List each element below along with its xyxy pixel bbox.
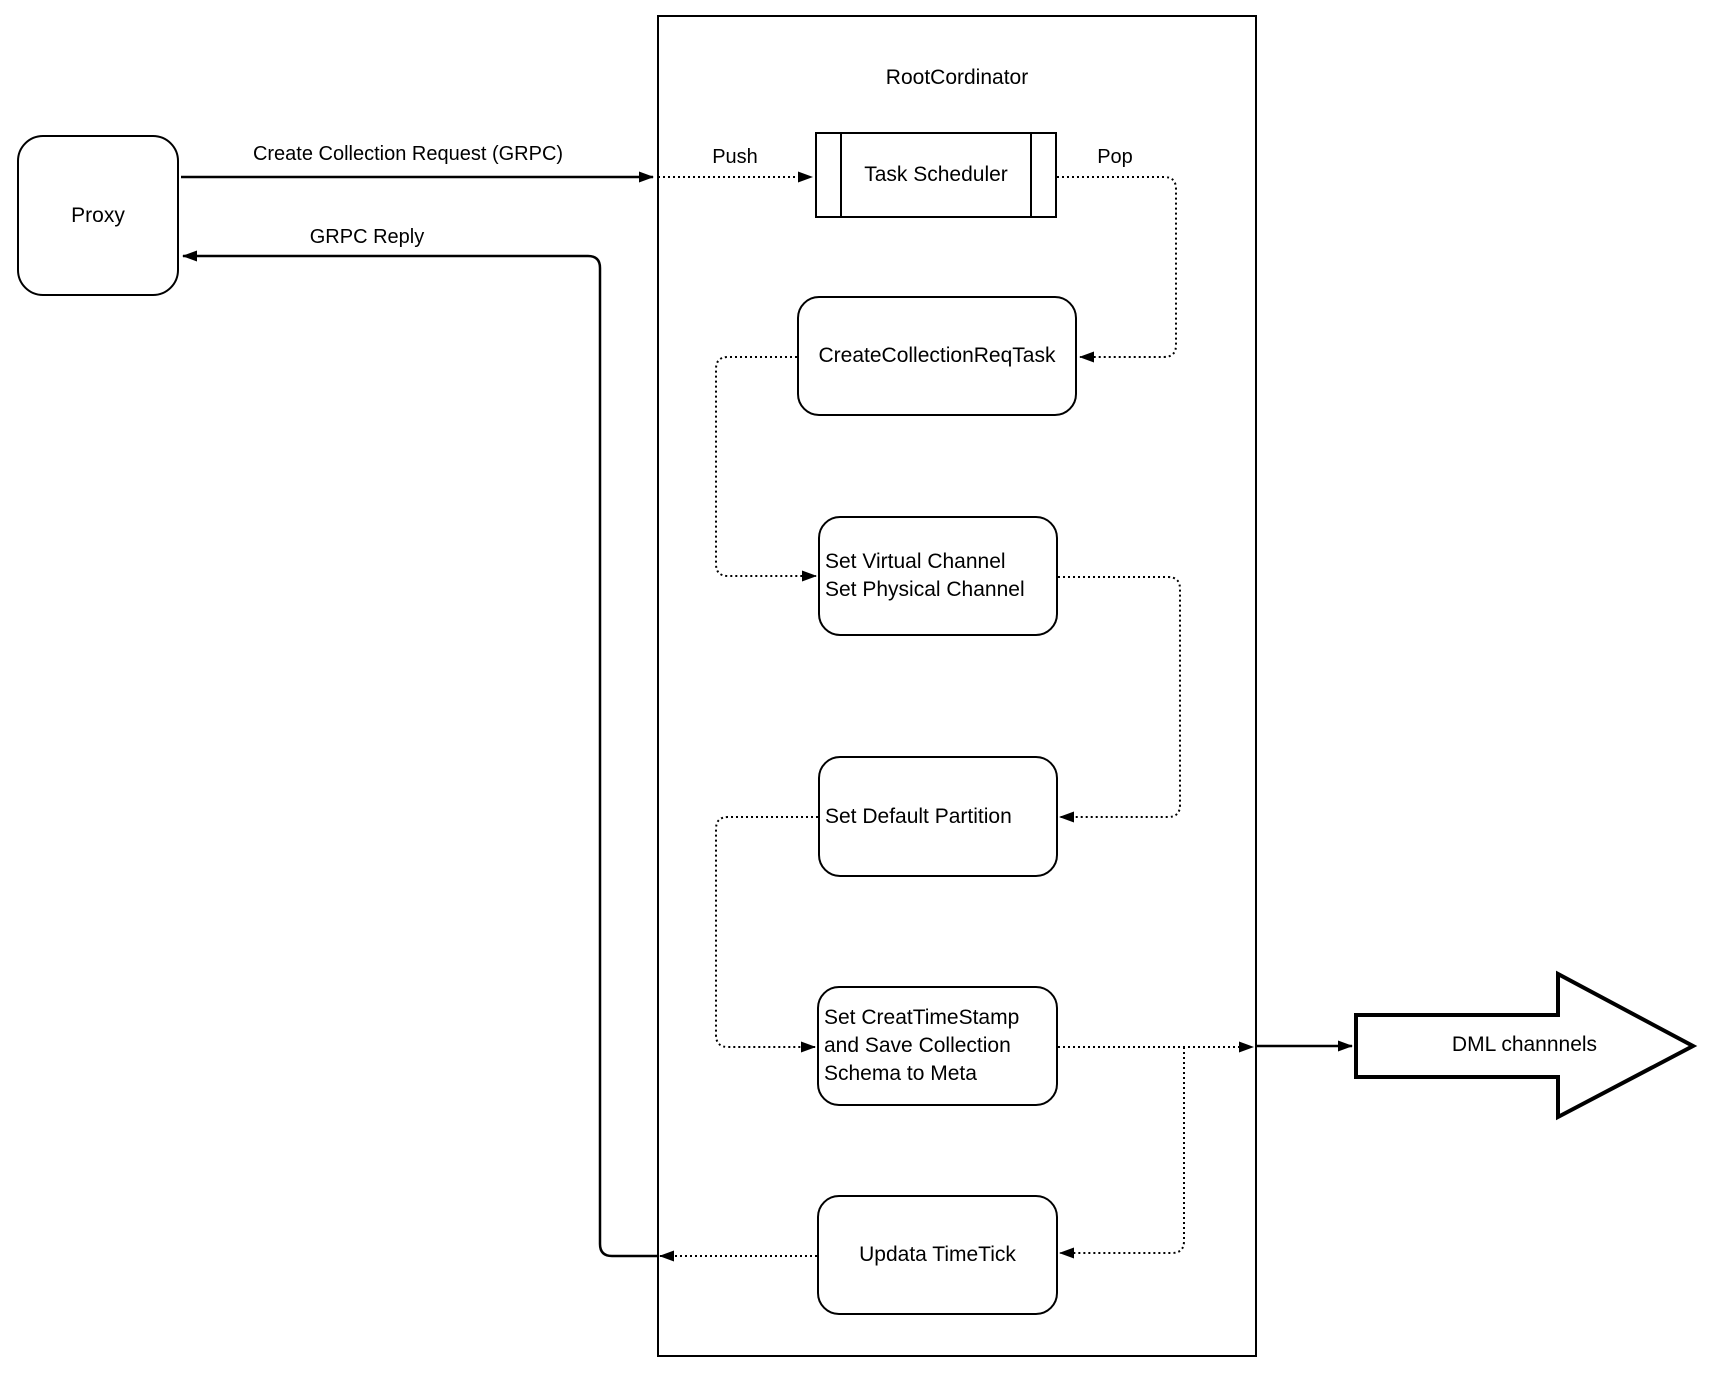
set-creat-timestamp-label: Set CreatTimeStamp and Save Collection S… bbox=[824, 1006, 1020, 1085]
edge-label-pop: Pop bbox=[1097, 146, 1133, 168]
create-collection-req-task-label: CreateCollectionReqTask bbox=[818, 344, 1056, 367]
set-default-partition-node: Set Default Partition bbox=[818, 756, 1058, 877]
set-creat-timestamp-node: Set CreatTimeStamp and Save Collection S… bbox=[817, 986, 1058, 1106]
set-default-partition-label: Set Default Partition bbox=[825, 804, 1012, 828]
edge-label-push: Push bbox=[712, 146, 758, 168]
proxy-node: Proxy bbox=[17, 135, 179, 296]
set-channels-node: Set Virtual Channel Set Physical Channel bbox=[818, 516, 1058, 636]
set-channels-label: Set Virtual Channel Set Physical Channel bbox=[825, 550, 1025, 601]
edge-grpc-reply-line bbox=[182, 250, 657, 1258]
task-scheduler-node: Task Scheduler bbox=[815, 132, 1057, 218]
edge-label-create-collection-request: Create Collection Request (GRPC) bbox=[252, 143, 564, 165]
updata-timetick-label: Updata TimeTick bbox=[859, 1243, 1016, 1266]
dml-channels-label: DML channnels bbox=[1451, 1033, 1598, 1056]
edge-label-grpc-reply: GRPC Reply bbox=[309, 226, 425, 248]
task-scheduler-label: Task Scheduler bbox=[864, 163, 1008, 186]
task-scheduler-right-bar bbox=[1030, 134, 1032, 216]
root-coordinator-title: RootCordinator bbox=[885, 66, 1029, 89]
root-coordinator-container bbox=[657, 15, 1257, 1357]
updata-timetick-node: Updata TimeTick bbox=[817, 1195, 1058, 1315]
task-scheduler-left-bar bbox=[840, 134, 842, 216]
proxy-label: Proxy bbox=[71, 203, 125, 227]
create-collection-req-task-node: CreateCollectionReqTask bbox=[797, 296, 1077, 416]
